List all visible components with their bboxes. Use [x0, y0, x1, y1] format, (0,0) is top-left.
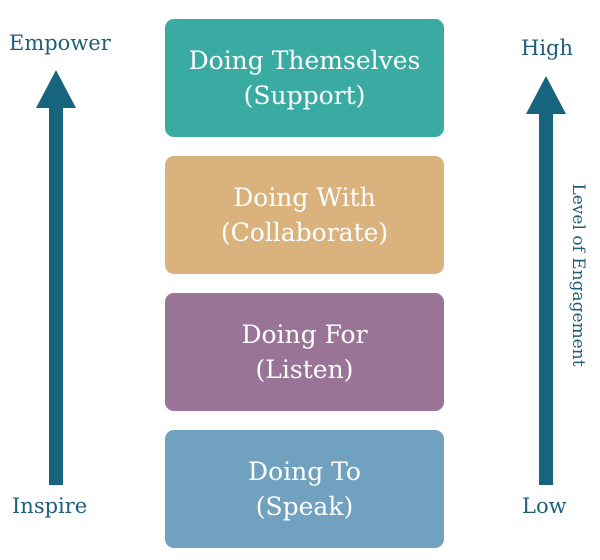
level-doing-with: Doing With (Collaborate) — [165, 156, 444, 274]
engagement-axis-title: Level of Engagement — [568, 183, 588, 367]
right-up-arrow — [526, 76, 566, 485]
level-subtitle: (Collaborate) — [220, 218, 389, 247]
level-doing-to: Doing To (Speak) — [165, 430, 444, 548]
level-subtitle: (Support) — [243, 81, 366, 110]
level-title: Doing With — [233, 183, 376, 212]
left-axis-top-label: Empower — [9, 31, 111, 55]
level-subtitle: (Speak) — [255, 492, 354, 521]
level-subtitle: (Listen) — [255, 355, 354, 384]
right-axis-bottom-label: Low — [522, 494, 567, 518]
level-title: Doing For — [241, 320, 368, 349]
level-doing-themselves: Doing Themselves (Support) — [165, 19, 444, 137]
right-axis-top-label: High — [521, 36, 573, 60]
left-axis-bottom-label: Inspire — [12, 494, 88, 518]
level-doing-for: Doing For (Listen) — [165, 293, 444, 411]
left-up-arrow — [36, 70, 76, 485]
level-title: Doing Themselves — [188, 46, 421, 75]
level-title: Doing To — [248, 457, 361, 486]
